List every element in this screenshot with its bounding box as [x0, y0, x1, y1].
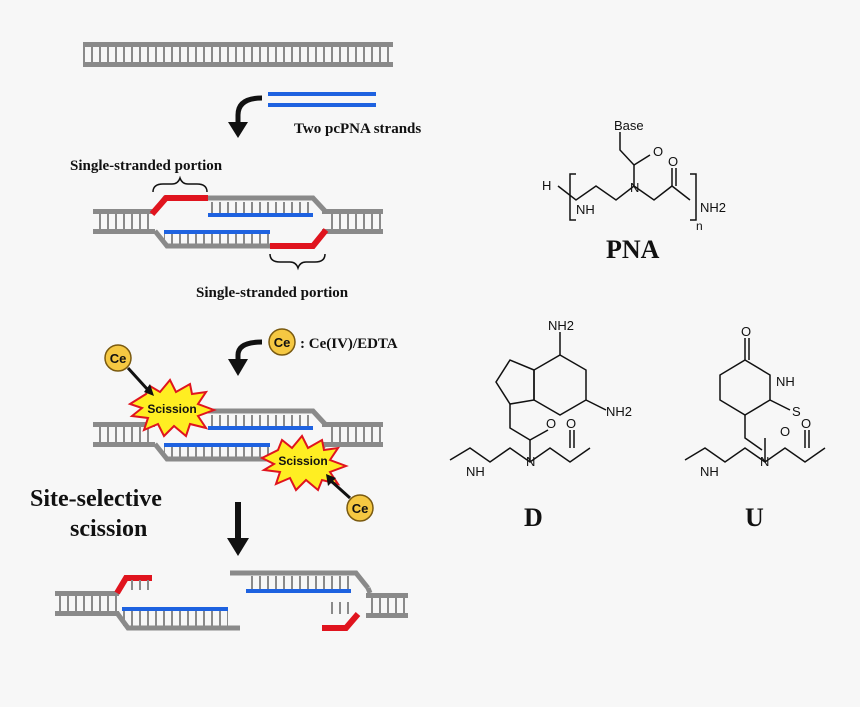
u-o: O — [780, 424, 790, 439]
u-n: N — [760, 454, 769, 469]
pna-base: Base — [614, 118, 644, 133]
arrow-1 — [228, 95, 263, 138]
cleaved-product-left — [55, 575, 240, 631]
d-nh: NH — [466, 464, 485, 479]
ce-ion-top: Ce — [104, 344, 154, 396]
site-selective-line2: scission — [70, 516, 147, 542]
pna-nh2: NH2 — [700, 200, 726, 215]
site-selective-line1: Site-selective — [30, 486, 162, 512]
svg-text:Scission: Scission — [147, 402, 196, 416]
u-title: U — [745, 503, 764, 532]
ce-ion-bottom: Ce — [326, 474, 374, 522]
pna-n: N — [630, 180, 639, 195]
d-o2: O — [566, 416, 576, 431]
single-stranded-label-top: Single-stranded portion — [70, 158, 223, 174]
brace-top — [152, 175, 208, 193]
pna-nh: NH — [576, 202, 595, 217]
cleaved-product-right — [230, 570, 408, 631]
u-o-top: O — [741, 324, 751, 339]
svg-text:Ce: Ce — [352, 501, 369, 516]
d-nh2-top: NH2 — [548, 318, 574, 333]
d-n: N — [526, 454, 535, 469]
ce-reagent-label: : Ce(IV)/EDTA — [300, 336, 398, 352]
d-title: D — [524, 503, 543, 532]
dna-duplex-invaded — [93, 195, 383, 249]
d-structure — [449, 332, 607, 463]
d-nh2-right: NH2 — [606, 404, 632, 419]
pna-n-sub: n — [696, 219, 703, 233]
u-nh-bottom: NH — [700, 464, 719, 479]
dna-duplex-initial — [83, 42, 393, 67]
ce-reagent-icon: Ce — [268, 328, 296, 356]
svg-text:Ce: Ce — [110, 351, 127, 366]
pna-o1: O — [653, 144, 663, 159]
svg-text:Ce: Ce — [274, 335, 291, 350]
two-strands-label: Two pcPNA strands — [294, 121, 421, 137]
pna-o2: O — [668, 154, 678, 169]
u-o2: O — [801, 416, 811, 431]
pcpna-strands — [268, 92, 376, 107]
svg-text:Scission: Scission — [278, 454, 327, 468]
brace-bottom — [269, 253, 326, 271]
pna-title: PNA — [606, 235, 660, 264]
arrow-3 — [227, 502, 249, 556]
d-o: O — [546, 416, 556, 431]
scission-burst-bottom: Scission — [259, 434, 349, 492]
u-s: S — [792, 404, 801, 419]
single-stranded-label-bottom: Single-stranded portion — [196, 285, 349, 301]
u-nh: NH — [776, 374, 795, 389]
dna-duplex-scission — [93, 408, 383, 462]
pna-structure — [557, 132, 697, 221]
u-structure — [684, 338, 826, 463]
pna-h: H — [542, 178, 551, 193]
arrow-2 — [228, 339, 263, 376]
